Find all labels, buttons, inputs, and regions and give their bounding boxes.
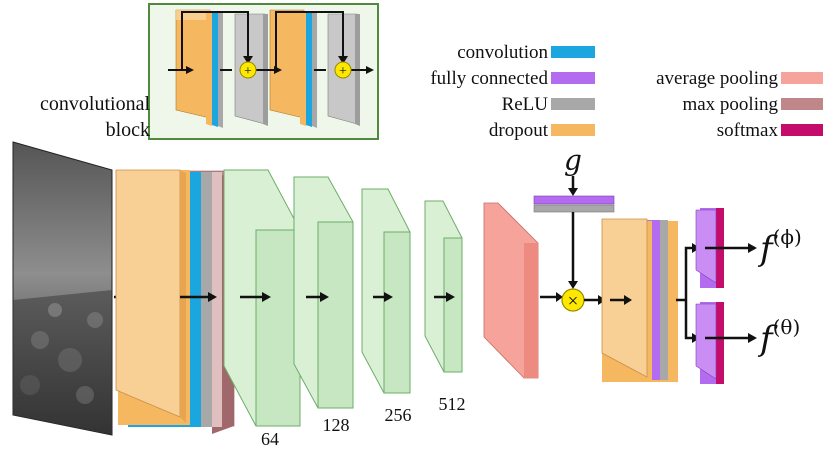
legend-label: fully connected (430, 68, 548, 89)
legend-swatch (551, 72, 595, 84)
merge-fc-stack (601, 218, 678, 382)
multiply-symbol: × (568, 291, 579, 312)
block-64 (223, 169, 301, 427)
multiply-op: × (561, 288, 585, 312)
add-op-2: + (334, 61, 352, 79)
legend-label: convolution (457, 42, 548, 63)
legend-label: average pooling (656, 68, 778, 89)
legend-swatch (551, 98, 595, 110)
inset-layer-stack-2 (269, 9, 360, 128)
input-g-label: g (564, 144, 582, 177)
add-symbol: + (339, 64, 347, 79)
output-theta-superscript: (θ) (773, 315, 801, 339)
channel-size-128: 128 (323, 415, 350, 435)
g-fc-layer (533, 195, 615, 213)
channel-size-64: 64 (261, 429, 279, 449)
block-512 (424, 200, 463, 373)
legend-item-average-pooling: average pooling (656, 68, 823, 89)
channel-size-512: 512 (439, 394, 466, 414)
legend-label: max pooling (682, 94, 778, 115)
legend-swatch (781, 72, 823, 84)
legend-swatch (781, 98, 823, 110)
legend-item-dropout: dropout (489, 120, 595, 141)
head-theta (695, 302, 757, 384)
add-op-1: + (239, 61, 257, 79)
branch-connector (676, 246, 694, 340)
block-label-line-2: block (106, 119, 150, 141)
legend-item-softmax: softmax (717, 120, 823, 141)
output-theta-label: f(θ) (757, 315, 800, 359)
input-image (12, 141, 113, 436)
output-phi-superscript: (ϕ) (773, 225, 802, 249)
block-128 (293, 176, 354, 409)
legend-item-max-pooling: max pooling (682, 94, 823, 115)
legend-item-convolution: convolution (457, 42, 595, 63)
legend-label: ReLU (502, 94, 549, 115)
convolutional-block-inset: + + (148, 3, 379, 140)
legend-label: dropout (489, 120, 549, 141)
legend-item-relu: ReLU (502, 94, 595, 115)
legend-swatch (781, 124, 823, 136)
legend-swatch (551, 124, 595, 136)
conv-block-stack (115, 169, 235, 434)
average-pooling-block (483, 202, 539, 379)
add-symbol: + (244, 64, 252, 79)
legend: convolution fully connected ReLU dropout… (430, 42, 823, 141)
legend-item-fully-connected: fully connected (430, 68, 595, 89)
output-phi-label: f(ϕ) (757, 225, 802, 269)
legend-swatch (551, 46, 595, 58)
block-256 (361, 188, 411, 394)
channel-size-256: 256 (385, 405, 412, 425)
skip-connection-2 (275, 11, 344, 70)
block-label-line-1: convolutional (40, 93, 150, 115)
head-phi (695, 208, 757, 288)
skip-connection-1 (181, 11, 249, 70)
legend-label: softmax (717, 120, 779, 141)
